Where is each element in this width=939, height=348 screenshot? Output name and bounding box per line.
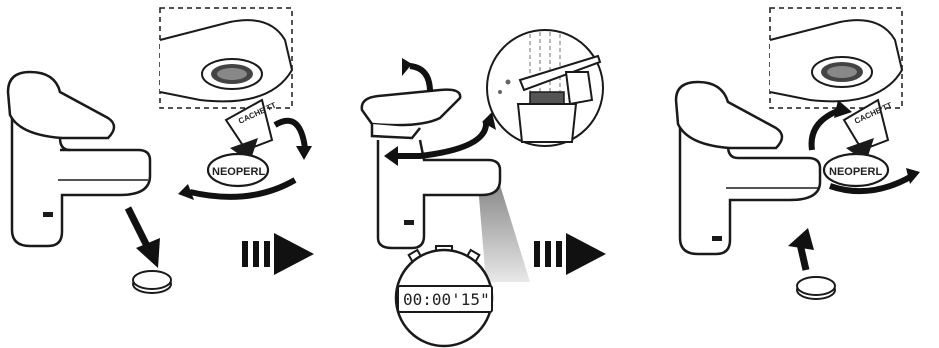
tool-brand-left: NEOPERL [212,166,265,178]
arrow-up-icon [788,228,814,271]
next-step-arrow-2 [534,233,606,275]
faucet-left [6,70,152,248]
step-3-reinstall: CACHE TT NEOPERL [674,7,920,300]
rotate-arrow-icon-right [808,100,920,195]
step-2-clean: 00:00'15" [360,29,604,348]
faucet-middle [360,88,502,250]
brush-detail-circle [486,29,604,147]
rotate-arrow-icon [178,117,312,200]
tool-brand-right: NEOPERL [829,166,882,178]
arrow-down-icon [124,206,160,268]
next-step-arrow-1 [242,233,314,275]
aerator-insert [132,270,172,294]
faucet-right [674,80,822,256]
stopwatch: 00:00'15" [394,245,494,348]
aerator-insert-right [796,276,836,300]
neoperl-key-tool-left: CACHE TT NEOPERL [206,98,278,188]
step-1-remove: CACHE TT NEOPERL [6,7,312,294]
lever-arrow-icon [384,58,496,166]
timer-display: 00:00'15" [403,290,490,309]
water-stream [478,185,530,282]
detail-inset-left [159,7,294,109]
detail-inset-right [769,7,904,109]
